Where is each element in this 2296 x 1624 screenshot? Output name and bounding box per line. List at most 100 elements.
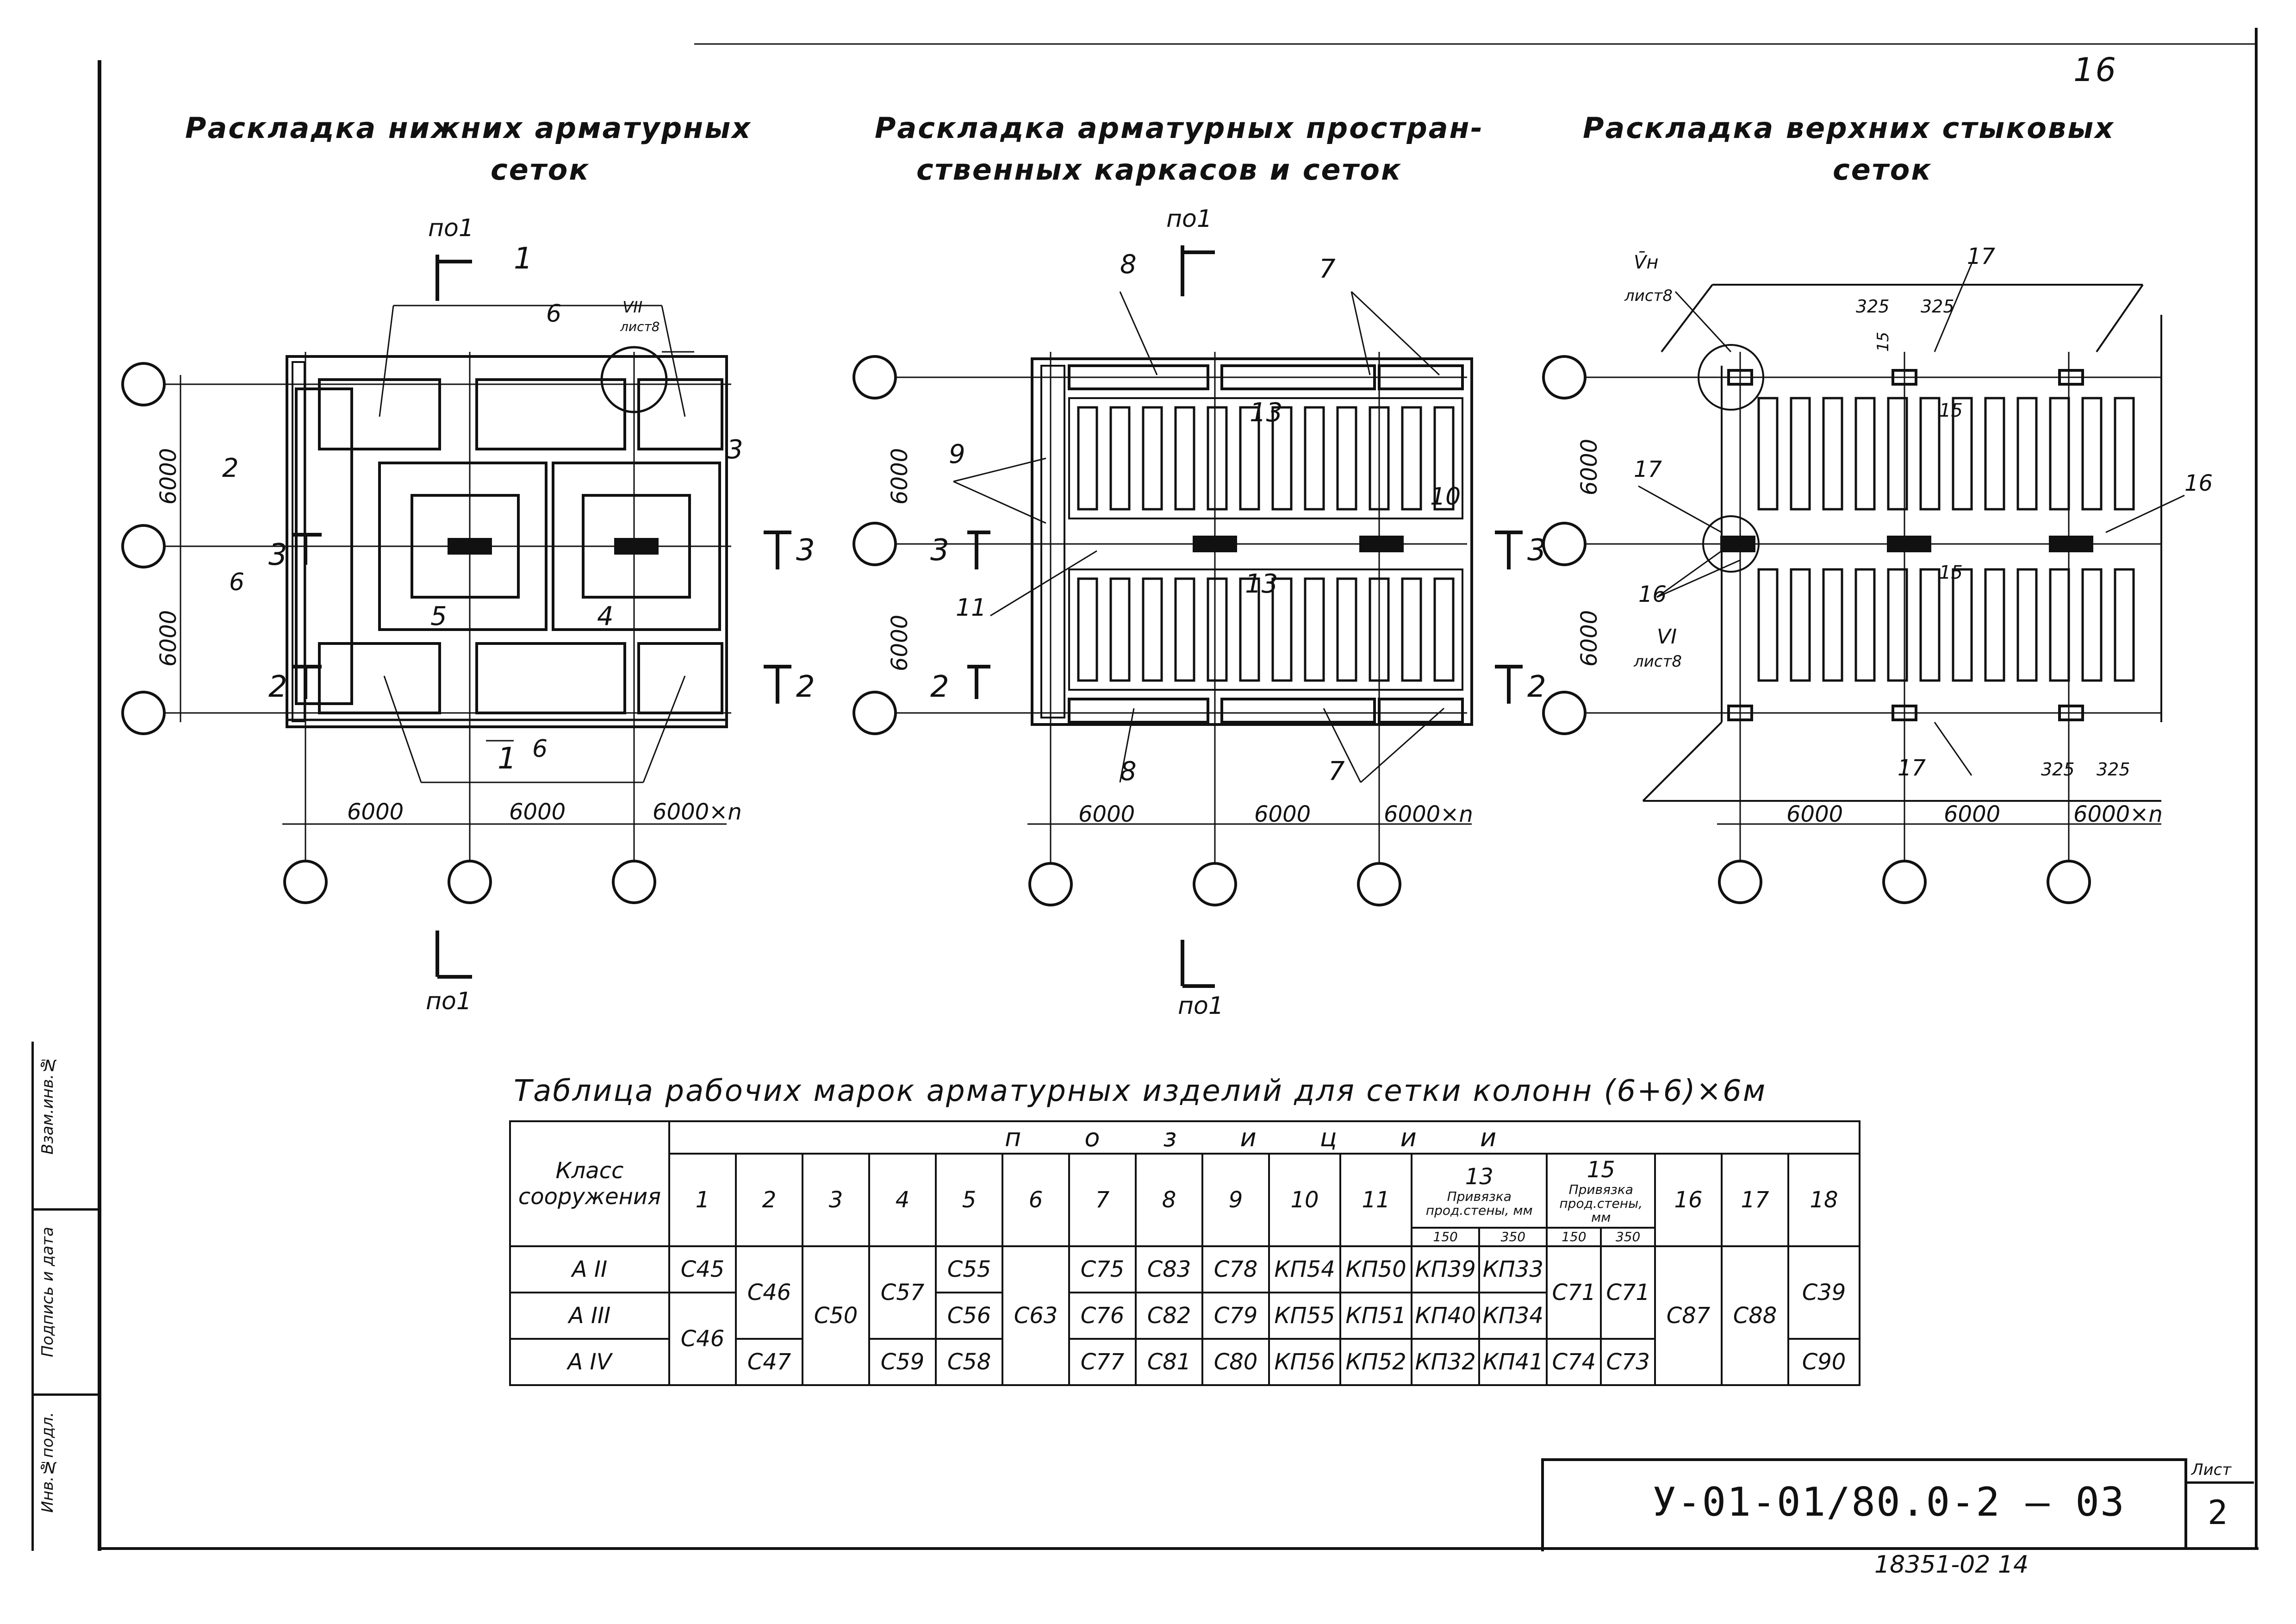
- middle-plan-label-8: 8: [1120, 250, 1137, 280]
- sheet-number: 2: [2208, 1493, 2228, 1532]
- section-mark-3-right: 3: [796, 533, 815, 568]
- class-header: Класс сооружения: [509, 1120, 670, 1247]
- section-mark-3-left: 3: [930, 533, 949, 568]
- bottom-number: 18351-02 14: [1874, 1551, 2029, 1579]
- sheet-box: [2184, 1458, 2257, 1549]
- side-label-sign: Подпись и дата: [38, 1227, 57, 1357]
- right-plan-node-bottom: VI: [1657, 625, 1677, 649]
- left-plan-label-6b: 6: [229, 568, 244, 596]
- side-divider: [34, 1393, 99, 1396]
- side-divider: [34, 1208, 99, 1211]
- dim-6000-h2: 6000: [1944, 801, 2000, 827]
- title-middle-line1: Раскладка арматурных простран-: [875, 111, 1484, 145]
- cell: КП41: [1478, 1338, 1548, 1386]
- left-plan-label-5: 5: [430, 601, 447, 631]
- cell: C79: [1201, 1292, 1270, 1340]
- cell: C47: [735, 1338, 803, 1386]
- right-plan-node-top-sheet: лист8: [1624, 287, 1673, 305]
- cell: C46: [668, 1292, 737, 1386]
- title-left-line2: сеток: [491, 153, 590, 187]
- cell: КП56: [1268, 1338, 1341, 1386]
- cell: КП52: [1339, 1338, 1412, 1386]
- col-header-5: 5: [935, 1153, 1003, 1247]
- section-mark-p1-bottom: по1: [426, 987, 472, 1015]
- section-mark-p1-top: по1: [1166, 205, 1212, 233]
- drawing-code: У-01-01/80.0-2 – 03: [1652, 1479, 2125, 1525]
- col-header-15: 15 Привязка прод.стены, мм: [1546, 1153, 1656, 1229]
- grid-axis-bubble: [121, 691, 166, 735]
- binding-350-13: 350: [1478, 1227, 1548, 1247]
- col-header-13-sub: Привязка прод.стены, мм: [1425, 1189, 1533, 1218]
- table-row: A III C46 C56 C76 C82 C79 КП55 КП51 КП40…: [509, 1292, 1860, 1386]
- dim-6000-v2: 6000: [156, 610, 181, 667]
- cell: C39: [1787, 1245, 1860, 1340]
- cell: C83: [1135, 1245, 1203, 1293]
- middle-plan-label-9: 9: [949, 439, 965, 469]
- cell: КП33: [1478, 1245, 1548, 1293]
- row-class: A III: [509, 1292, 670, 1340]
- grid-axis-bubble: [121, 362, 166, 406]
- dim-6000-v1: 6000: [156, 448, 181, 505]
- middle-plan-label-7: 7: [1319, 254, 1336, 284]
- page-number: 16: [2073, 51, 2118, 89]
- binding-150-13: 150: [1410, 1227, 1481, 1247]
- sheet-divider: [2184, 1481, 2254, 1484]
- section-mark-p1-bottom: по1: [1178, 992, 1224, 1020]
- dim-6000-v1: 6000: [887, 448, 913, 505]
- middle-plan-label-7b: 7: [1328, 756, 1345, 787]
- dim-6000-h1: 6000: [1078, 801, 1135, 827]
- section-mark-2-right: 2: [1527, 670, 1546, 704]
- dim-6000-v2: 6000: [1576, 610, 1602, 667]
- cell: C71: [1600, 1245, 1656, 1340]
- cell: C82: [1135, 1292, 1203, 1340]
- col-header-9: 9: [1201, 1153, 1270, 1247]
- col-header-15-num: 15: [1587, 1157, 1615, 1183]
- cell: C76: [1068, 1292, 1137, 1340]
- cell: C73: [1600, 1338, 1656, 1386]
- cell: C87: [1654, 1245, 1723, 1386]
- grid-axis-bubble: [283, 860, 328, 904]
- cell: C56: [935, 1292, 1003, 1340]
- dim-325-top-1: 325: [1856, 296, 1890, 317]
- cell: КП51: [1339, 1292, 1412, 1340]
- left-plan-label-1b: 1: [498, 742, 516, 776]
- cell: C81: [1135, 1338, 1203, 1386]
- dim-325-bottom-1: 325: [2041, 759, 2075, 780]
- section-mark-2-left: 2: [268, 670, 287, 704]
- row-class: A IV: [509, 1338, 670, 1386]
- grid-axis-bubble: [121, 524, 166, 568]
- middle-plan: 8 7 13 9 10 11 13 8 7 по1 по1 3 3 2 2 60…: [852, 205, 1546, 1020]
- left-plan-label-3: 3: [727, 435, 743, 465]
- cell: C63: [1002, 1245, 1070, 1386]
- left-plan-label-2: 2: [222, 453, 239, 483]
- col-header-3: 3: [802, 1153, 870, 1247]
- right-plan-label-15: 15: [1939, 400, 1963, 421]
- right-plan-label-16: 16: [2184, 470, 2213, 496]
- left-plan-label-4: 4: [597, 601, 614, 631]
- dim-6000-v1: 6000: [1576, 439, 1602, 495]
- col-header-1: 1: [668, 1153, 737, 1247]
- col-header-13: 13 Привязка прод.стены, мм: [1410, 1153, 1548, 1229]
- right-plan-label-17b: 17: [1634, 456, 1662, 482]
- middle-plan-label-11: 11: [956, 594, 986, 622]
- right-plan: V̄н лист8 17 325 325 15 15 17 16 15 16 V…: [1542, 244, 2213, 904]
- title-middle-line2: ственных каркасов и сеток: [916, 153, 1402, 187]
- side-stamp: Инв.№подл. Подпись и дата Взам.инв.№: [31, 1042, 101, 1551]
- cell: КП55: [1268, 1292, 1341, 1340]
- cell: C57: [868, 1245, 937, 1340]
- cell: C88: [1721, 1245, 1789, 1386]
- class-header-text: Класс сооружения: [518, 1158, 661, 1210]
- right-plan-label-17: 17: [1967, 244, 1996, 269]
- left-plan: 1 6 2 3 6 5 4 6 1 VII лист8 по1 по1 3 3 …: [121, 214, 815, 1015]
- side-label-vzam: Взам.инв.№: [38, 1056, 57, 1155]
- col-header-6: 6: [1002, 1153, 1070, 1247]
- cell: C80: [1201, 1338, 1270, 1386]
- left-plan-node: VII: [622, 298, 642, 317]
- table-row: A IV C47 C59 C58 C77 C81 C80 КП56 КП52 К…: [509, 1338, 1860, 1386]
- dim-325-bottom-2: 325: [2097, 759, 2130, 780]
- section-mark-2-right: 2: [796, 670, 815, 704]
- dim-6000n-h: 6000×n: [653, 799, 742, 825]
- col-header-7: 7: [1068, 1153, 1137, 1247]
- title-right-line1: Раскладка верхних стыковых: [1583, 111, 2115, 145]
- marks-table: Класс сооружения п о з и ц и и 1 2 3 4 5…: [509, 1120, 1860, 1386]
